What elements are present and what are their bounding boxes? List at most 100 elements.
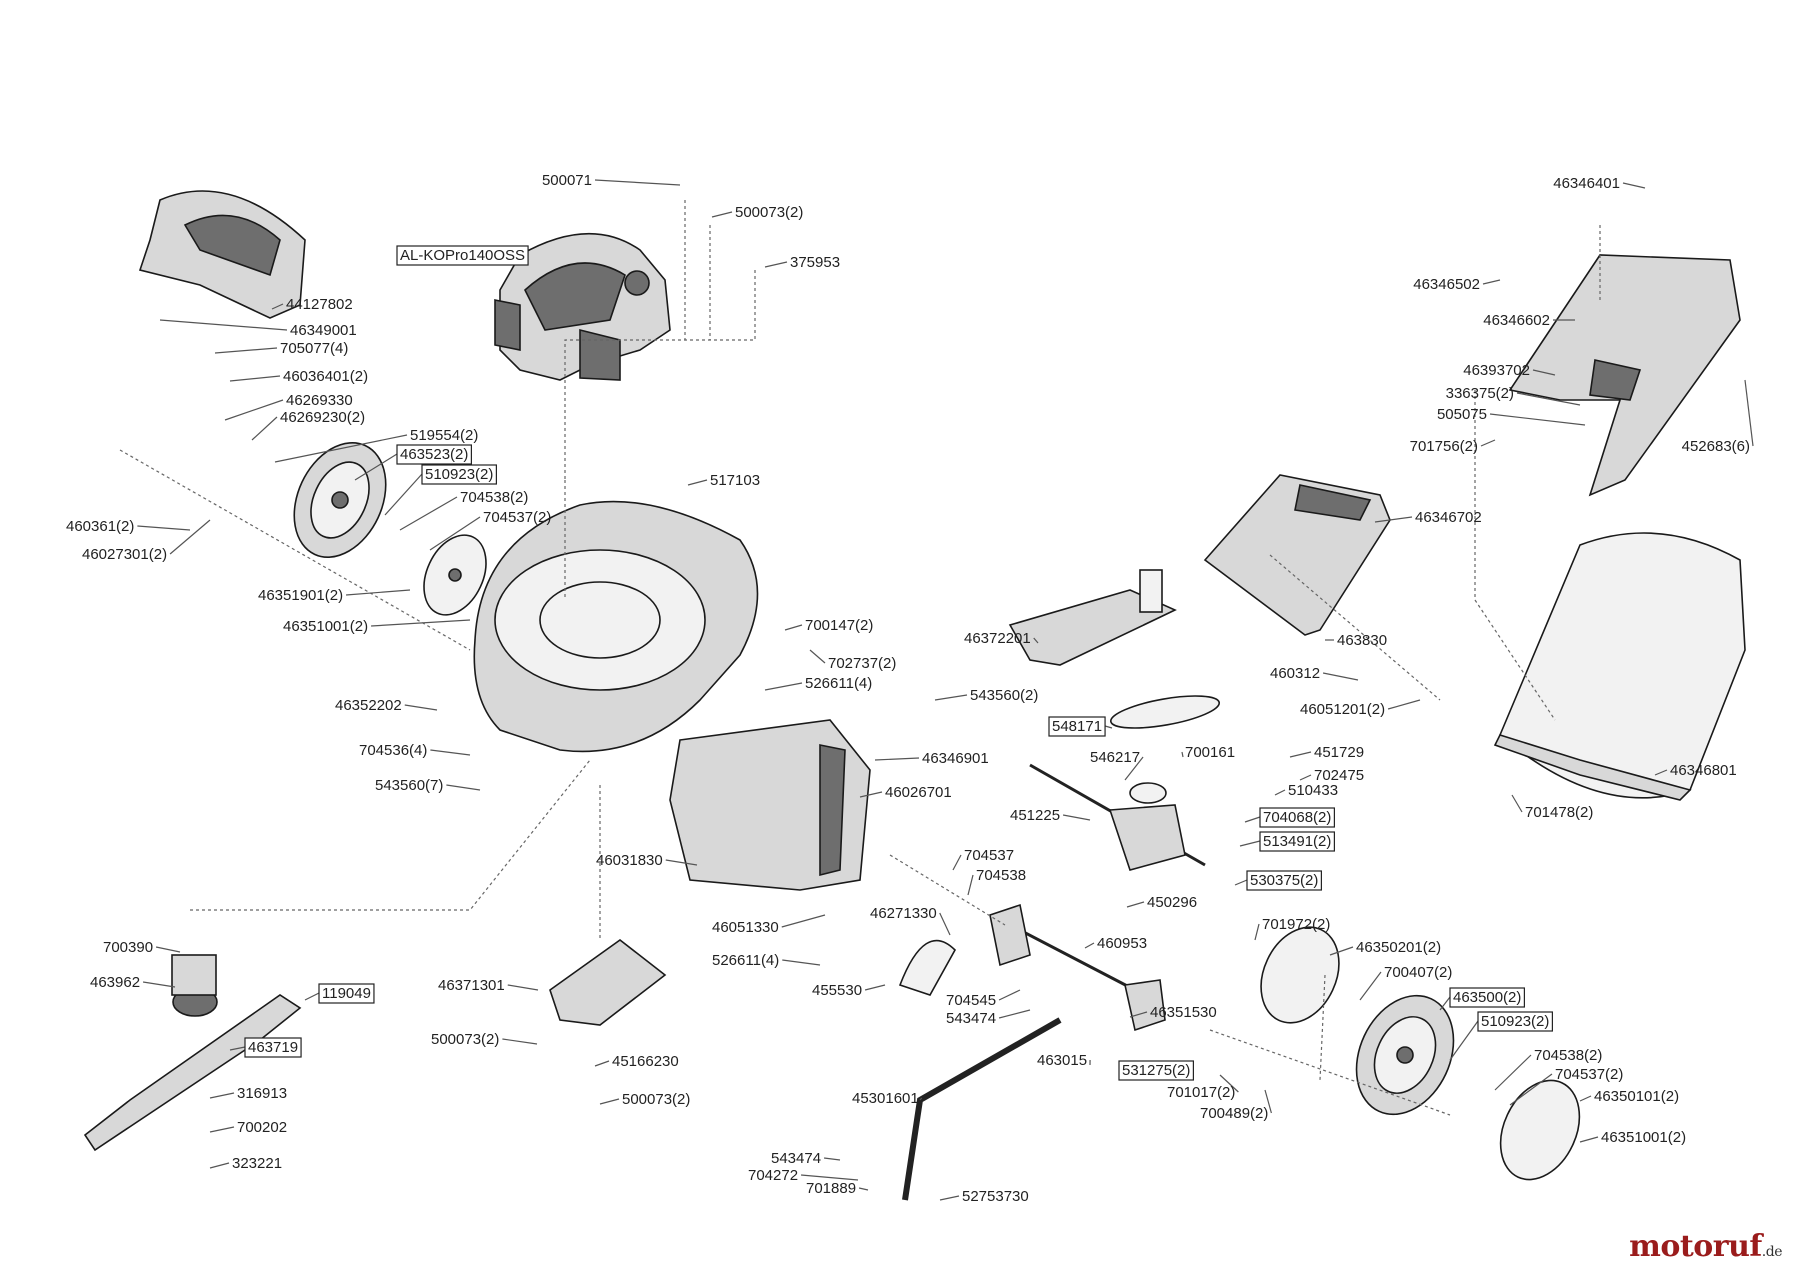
leader-line <box>784 624 803 631</box>
callout-701478: 701478(2) <box>1511 794 1593 821</box>
rear-chute-drawing <box>669 719 871 891</box>
callout-463500: 463500(2) <box>1439 987 1525 1011</box>
callout-704536: 704536(4) <box>359 742 471 759</box>
leader-line <box>1387 699 1421 710</box>
callout-45301601: 45301601 <box>852 1090 923 1107</box>
callout-700161: 700161 <box>1181 744 1235 761</box>
leader-line <box>1062 814 1091 821</box>
part-number-label: 704538 <box>976 867 1026 884</box>
callout-702475: 702475 <box>1299 767 1364 784</box>
part-number-label: 46351001(2) <box>1601 1129 1686 1146</box>
part-number-label: 704068(2) <box>1263 809 1331 826</box>
drive-belt-drawing <box>1109 695 1221 729</box>
callout-543474-m: 543474 <box>946 1009 1031 1027</box>
callout-labels: 500071500073(2)375953AL-KOPro140OSS44127… <box>66 172 1754 1205</box>
leader-line <box>864 984 886 991</box>
leader-line <box>1439 996 1451 1011</box>
leader-line <box>594 179 681 186</box>
part-number-label: 460312 <box>1270 665 1320 682</box>
callout-704538-l: 704538(2) <box>399 489 528 531</box>
mower-deck-drawing <box>473 500 759 753</box>
callout-316913: 316913 <box>209 1085 287 1102</box>
part-number-label: 46346602 <box>1483 312 1550 329</box>
grass-bag-lid-drawing <box>1203 474 1391 636</box>
callout-500073-2-b: 500073(2) <box>599 1091 690 1108</box>
part-number-label: 463830 <box>1337 632 1387 649</box>
part-number-label: 46031830 <box>596 852 663 869</box>
part-number-label: 704537 <box>964 847 1014 864</box>
leader-line <box>858 1187 869 1191</box>
leader-line <box>967 874 974 896</box>
label-frame <box>244 1037 302 1058</box>
part-number-label: 46350201(2) <box>1356 939 1441 956</box>
leader-line <box>823 1157 841 1161</box>
callout-700489: 700489(2) <box>1200 1089 1272 1122</box>
part-number-label: 700489(2) <box>1200 1105 1268 1122</box>
leader-line <box>1299 774 1312 781</box>
leader-line <box>404 704 438 711</box>
part-number-label: 46051201(2) <box>1300 701 1385 718</box>
part-number-label: 46269230(2) <box>280 409 365 426</box>
callout-46051201: 46051201(2) <box>1300 699 1421 718</box>
leader-line <box>1329 946 1354 956</box>
leader-line <box>1084 942 1095 949</box>
callout-46036401: 46036401(2) <box>229 368 368 385</box>
leader-line <box>1511 794 1523 813</box>
leader-line <box>1322 672 1359 681</box>
part-number-label: 46371301 <box>438 977 505 994</box>
gearbox-axle-drawing <box>1029 763 1206 871</box>
callout-704537-m: 704537 <box>952 847 1014 871</box>
leader-line <box>1104 725 1113 729</box>
callout-510433: 510433 <box>1274 782 1338 799</box>
callout-463015: 463015 <box>1037 1052 1091 1069</box>
callout-510923-l: 510923(2) <box>384 464 497 516</box>
callout-46051330: 46051330 <box>712 914 826 936</box>
leader-line <box>1579 1136 1599 1143</box>
part-number-label: 704538(2) <box>1534 1047 1602 1064</box>
callout-517103: 517103 <box>687 472 760 489</box>
leader-line <box>354 453 398 481</box>
callout-700407: 700407(2) <box>1359 964 1452 1001</box>
callout-543560-2: 543560(2) <box>934 687 1038 704</box>
part-number-label: 510923(2) <box>425 466 493 483</box>
leader-line <box>502 1038 538 1045</box>
part-number-label: 526611(4) <box>712 952 779 969</box>
height-adjust-linkage-drawing <box>898 903 1166 1032</box>
part-number-label: 704537(2) <box>1555 1066 1623 1083</box>
engine-drawing <box>494 232 671 381</box>
leader-line <box>1579 1095 1592 1102</box>
grass-catcher-drawing <box>1493 532 1746 801</box>
leader-line <box>998 1009 1031 1019</box>
callout-526611-b: 526611(4) <box>712 952 821 969</box>
leader-line <box>1181 751 1184 758</box>
part-number-label: 531275(2) <box>1122 1062 1190 1079</box>
leader-line <box>209 1092 235 1099</box>
part-number-label: 500073(2) <box>735 204 803 221</box>
leader-line <box>1532 369 1556 376</box>
part-number-label: 704538(2) <box>460 489 528 506</box>
left-hubcap-drawing <box>423 534 487 616</box>
leader-line <box>1126 901 1145 908</box>
leader-line <box>169 519 211 555</box>
leader-line <box>1744 379 1754 447</box>
leader-line <box>229 1046 246 1051</box>
callout-455530: 455530 <box>812 982 886 999</box>
callout-46351530: 46351530 <box>1129 1004 1217 1021</box>
callout-546217: 546217 <box>1090 749 1144 781</box>
leader-line <box>1482 279 1501 285</box>
leader-line <box>430 749 471 756</box>
callout-701756: 701756(2) <box>1410 438 1496 455</box>
callout-519554: 519554(2) <box>274 427 478 463</box>
part-number-label: 316913 <box>237 1085 287 1102</box>
part-number-label: 46351530 <box>1150 1004 1217 1021</box>
leader-line <box>1239 840 1261 847</box>
callout-46346401: 46346401 <box>1553 175 1646 192</box>
lower-handle-drawing <box>902 1017 1062 1201</box>
part-number-label: 46027301(2) <box>82 546 167 563</box>
part-number-label: 46036401(2) <box>283 368 368 385</box>
leader-line <box>599 1098 620 1105</box>
callout-463962: 463962 <box>90 974 176 991</box>
callout-543474-b: 543474 <box>771 1150 841 1167</box>
part-number-label: AL-KOPro140OSS <box>400 247 525 264</box>
callout-704545: 704545 <box>946 989 1021 1009</box>
